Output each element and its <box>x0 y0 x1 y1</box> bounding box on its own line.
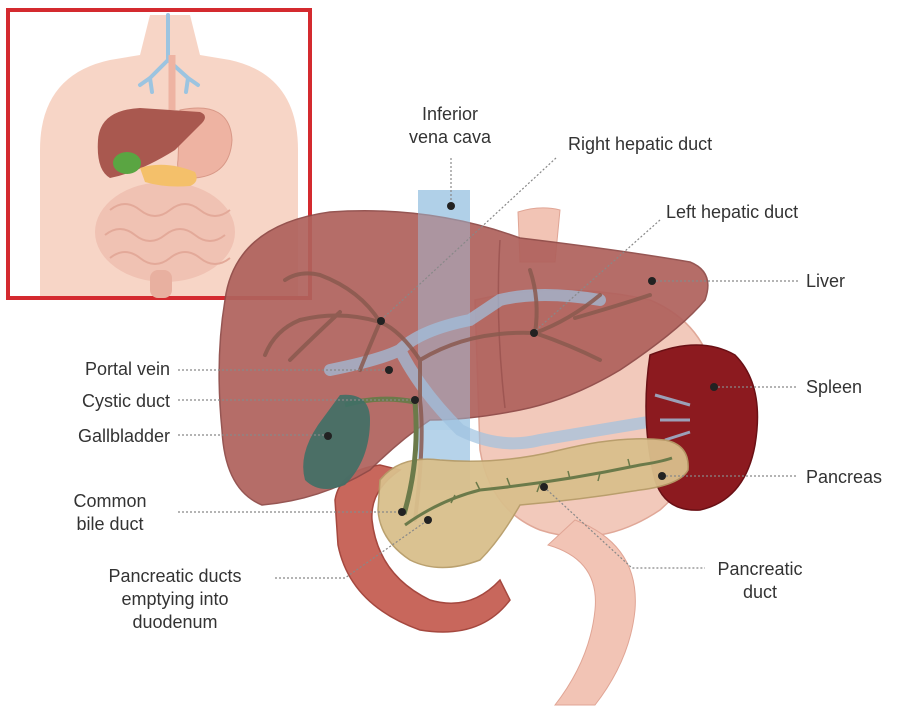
main-organ-illustration <box>219 190 757 705</box>
label-left-hepatic-duct: Left hepatic duct <box>666 201 798 224</box>
label-inferior-vena-cava: Inferior vena cava <box>395 103 505 149</box>
label-right-hepatic-duct: Right hepatic duct <box>568 133 712 156</box>
label-spleen: Spleen <box>806 376 862 399</box>
jejunum <box>548 520 635 705</box>
label-portal-vein: Portal vein <box>10 358 170 381</box>
label-common-bile-duct: Common bile duct <box>50 490 170 536</box>
label-pancreatic-duct: Pancreatic duct <box>700 558 820 604</box>
label-liver: Liver <box>806 270 845 293</box>
label-pancreas: Pancreas <box>806 466 882 489</box>
label-cystic-duct: Cystic duct <box>10 390 170 413</box>
label-gallbladder: Gallbladder <box>10 425 170 448</box>
label-pancreatic-ducts-emptying: Pancreatic ducts emptying into duodenum <box>80 565 270 634</box>
